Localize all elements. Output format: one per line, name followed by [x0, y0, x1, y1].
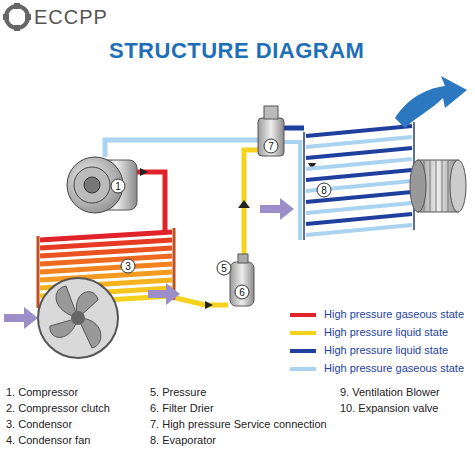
air-flow-arrow: [4, 198, 294, 329]
legend-text: High pressure gaseous state: [324, 362, 464, 374]
legend-text: High pressure gaseous state: [324, 308, 464, 320]
diagram-title: STRUCTURE DIAGRAM: [109, 38, 364, 64]
liquid-pipe: [176, 298, 228, 305]
ventilation-blower: [410, 160, 466, 212]
flow-arrow: [140, 163, 316, 309]
legend-swatch: [290, 349, 316, 353]
part-name: 8. Evaporator: [150, 434, 216, 446]
part-name: 10. Expansion valve: [340, 402, 438, 414]
part-name: 7. High pressure Service connection: [150, 418, 327, 430]
evaporator-inlet-pipe: [284, 126, 304, 131]
part-name: 6. Filter Drier: [150, 402, 214, 414]
callout-number: 3: [121, 259, 136, 274]
evaporator-outlet-pipe: [284, 142, 300, 240]
legend-swatch: [290, 313, 316, 317]
condenser-fan: [38, 278, 118, 358]
part-name: 9. Ventilation Blower: [340, 386, 440, 398]
expansion-valve: [258, 106, 284, 156]
legend-swatch: [290, 331, 316, 335]
evaporator: [304, 122, 414, 240]
air-out-arrow: [395, 76, 467, 128]
brand-logo: ECCPP: [34, 6, 108, 29]
filter-drier: [230, 254, 254, 306]
part-name: 2. Compressor clutch: [6, 402, 110, 414]
part-name: 3. Condensor: [6, 418, 72, 430]
callout-number: 5: [217, 261, 232, 276]
part-name: 4. Condensor fan: [6, 434, 90, 446]
legend-text: High pressure liquid state: [324, 326, 448, 338]
callout-number: 1: [111, 179, 126, 194]
part-name: 5. Pressure: [150, 386, 206, 398]
part-name: 1. Compressor: [6, 386, 78, 398]
legend-text: High pressure liquid state: [324, 344, 448, 356]
callout-number: 6: [235, 285, 250, 300]
compressor: [67, 157, 137, 213]
legend-swatch: [290, 367, 316, 371]
callout-number: 8: [317, 183, 332, 198]
callout-number: 7: [264, 139, 279, 154]
suction-pipe: [105, 140, 258, 157]
logo-icon: [3, 3, 31, 31]
